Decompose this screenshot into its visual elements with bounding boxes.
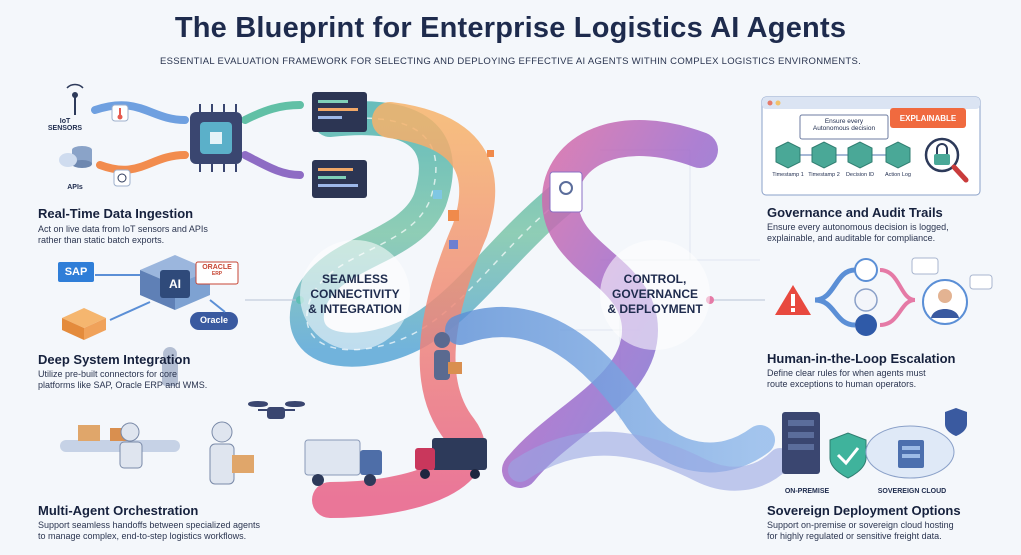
cloud-icon	[59, 153, 77, 167]
escalation-title: Human-in-the-Loop Escalation	[767, 351, 956, 366]
truck-icon	[304, 438, 487, 486]
orchestration-desc: Support seamless handoffs between specia…	[38, 520, 260, 541]
oracle-erp-label: ORACLE ERP	[202, 264, 232, 277]
hub-right-label: CONTROL, GOVERNANCE & DEPLOYMENT	[607, 272, 703, 316]
hub-left-ring	[300, 240, 410, 350]
action-log-label: Action Log	[885, 172, 911, 178]
shield-icon	[829, 432, 867, 479]
database-icon	[72, 146, 92, 168]
governance-desc: Ensure every autonomous decision is logg…	[767, 222, 949, 243]
chip-icon	[190, 104, 242, 172]
sovereign-title: Sovereign Deployment Options	[767, 503, 961, 518]
integration-desc: Utilize pre-built connectors for core pl…	[38, 369, 208, 390]
ingestion-desc: Act on live data from IoT sensors and AP…	[38, 224, 208, 245]
explainable-badge: EXPLAINABLE	[899, 114, 957, 123]
gauge-icon	[113, 169, 131, 187]
timestamp-1-label: Timestamp 1	[772, 172, 804, 178]
wms-box-icon	[62, 308, 106, 340]
oracle-logo	[190, 312, 238, 330]
iot-label: IoT SENSORS	[47, 118, 83, 132]
question-icon	[854, 258, 878, 336]
audit-panel	[761, 96, 981, 196]
on-premise-label: ON-PREMISE	[784, 488, 830, 495]
road-governance	[502, 120, 718, 488]
hub-right-ring	[600, 240, 710, 350]
escalation-desc: Define clear rules for when agents must …	[767, 368, 926, 389]
ingestion-connectors	[91, 101, 304, 179]
audit-callout: Ensure every Autonomous decision	[812, 118, 876, 132]
ingestion-title: Real-Time Data Ingestion	[38, 206, 194, 221]
operator-icon	[922, 279, 968, 325]
sap-logo	[58, 262, 94, 282]
data-cubes	[433, 150, 494, 249]
decision-id-label: Decision ID	[845, 172, 875, 178]
worker-robot-icon	[434, 332, 462, 380]
antenna-icon	[66, 83, 84, 115]
document-magnifier-icon	[549, 171, 583, 213]
apis-label: APIs	[67, 184, 83, 191]
integration-title: Deep System Integration	[38, 352, 191, 367]
lock-icon	[924, 137, 969, 183]
robot-icon	[119, 347, 254, 485]
page-subtitle: ESSENTIAL EVALUATION FRAMEWORK FOR SELEC…	[159, 56, 862, 67]
governance-title: Governance and Audit Trails	[767, 205, 943, 220]
chat-bubbles-icon	[911, 257, 993, 290]
ai-label: AI	[169, 277, 181, 291]
sap-label: SAP	[64, 266, 88, 278]
sovereign-cloud-icon	[865, 408, 967, 479]
sovereign-desc: Support on-premise or sovereign cloud ho…	[767, 520, 954, 541]
code-window-icon	[312, 92, 367, 198]
sovereign-cloud-label: SOVEREIGN CLOUD	[877, 488, 947, 495]
page-title: The Blueprint for Enterprise Logistics A…	[174, 12, 847, 44]
oracle-erp-logo	[195, 261, 239, 285]
road-deployment	[445, 307, 775, 473]
oracle-label: Oracle	[199, 315, 229, 325]
drone-icon	[248, 401, 305, 419]
timestamp-2-label: Timestamp 2	[808, 172, 840, 178]
thermometer-icon	[111, 104, 129, 122]
alert-icon	[775, 285, 811, 315]
hub-left-label: SEAMLESS CONNECTIVITY & INTEGRATION	[308, 272, 402, 316]
orchestration-title: Multi-Agent Orchestration	[38, 503, 199, 518]
server-icon	[782, 412, 820, 474]
